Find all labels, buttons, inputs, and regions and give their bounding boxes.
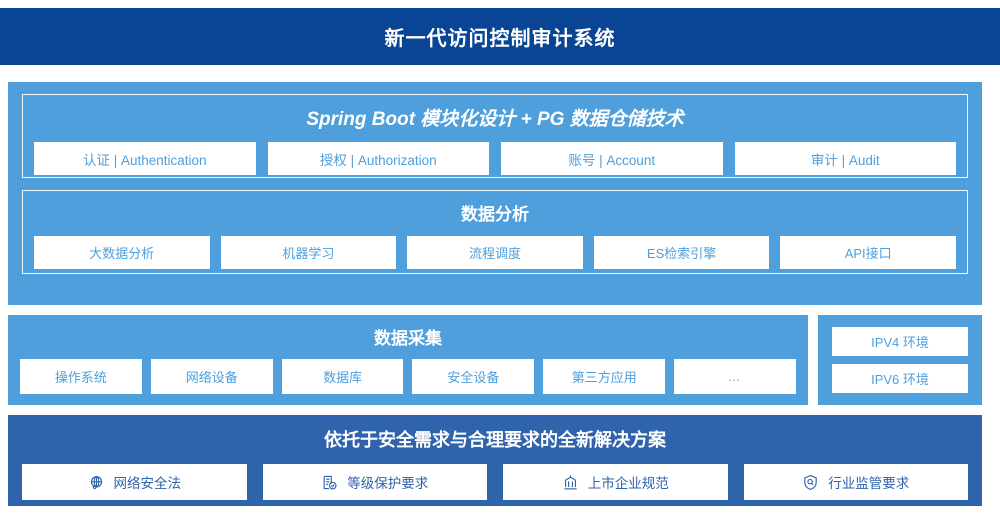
- collection-chip-network-device[interactable]: 网络设备: [150, 359, 273, 394]
- compliance-label-mlps: 等级保护要求: [347, 476, 429, 491]
- bank-building-icon: [562, 474, 579, 491]
- collection-chip-more[interactable]: …: [674, 359, 796, 394]
- compliance-chip-industry-regulation[interactable]: 行业监管要求: [743, 464, 968, 500]
- solution-panel: 依托于安全需求与合理要求的全新解决方案 网络安全法: [8, 415, 982, 506]
- environment-chip-ipv4[interactable]: IPV4 环境: [832, 327, 968, 356]
- spring-boot-group: Spring Boot 模块化设计 + PG 数据仓储技术 认证 | Authe…: [22, 94, 968, 178]
- shield-search-icon: [802, 474, 819, 491]
- analysis-chip-bigdata[interactable]: 大数据分析: [34, 236, 210, 269]
- analysis-chip-es-search-engine[interactable]: ES检索引擎: [593, 236, 770, 269]
- analysis-chip-machine-learning[interactable]: 机器学习: [220, 236, 397, 269]
- spring-boot-item-row: 认证 | Authentication 授权 | Authorization 账…: [23, 142, 967, 175]
- data-analysis-group-title: 数据分析: [461, 205, 529, 224]
- data-collection-panel: 数据采集 操作系统 网络设备 数据库 安全设备 第三方应用 …: [8, 315, 808, 405]
- compliance-label-industry-regulation: 行业监管要求: [828, 476, 910, 491]
- compliance-label-listed-enterprise: 上市企业规范: [587, 476, 669, 491]
- solution-panel-title: 依托于安全需求与合理要求的全新解决方案: [324, 430, 666, 450]
- data-analysis-group: 数据分析 大数据分析 机器学习 流程调度 ES检索引擎 API接口: [22, 190, 968, 274]
- compliance-label-cybersecurity-law: 网络安全法: [113, 476, 182, 491]
- analysis-chip-process-scheduling[interactable]: 流程调度: [407, 236, 583, 269]
- compliance-item-row: 网络安全法 等级保护要求: [8, 464, 982, 500]
- collection-chip-database[interactable]: 数据库: [281, 359, 404, 394]
- page-header: 新一代访问控制审计系统: [0, 8, 1000, 65]
- collection-chip-third-party-app[interactable]: 第三方应用: [543, 359, 666, 394]
- compliance-chip-cybersecurity-law[interactable]: 网络安全法: [22, 464, 247, 500]
- collection-chip-security-device[interactable]: 安全设备: [412, 359, 535, 394]
- collection-chip-operating-system[interactable]: 操作系统: [20, 359, 142, 394]
- page-title: 新一代访问控制审计系统: [384, 28, 616, 50]
- environment-chip-ipv6[interactable]: IPV6 环境: [832, 364, 968, 393]
- module-chip-account[interactable]: 账号 | Account: [501, 142, 723, 175]
- platform-panel: Spring Boot 模块化设计 + PG 数据仓储技术 认证 | Authe…: [8, 82, 982, 305]
- environment-panel: IPV4 环境 IPV6 环境: [818, 315, 982, 405]
- data-collection-item-row: 操作系统 网络设备 数据库 安全设备 第三方应用 …: [8, 359, 808, 394]
- module-chip-audit[interactable]: 审计 | Audit: [734, 142, 956, 175]
- spring-boot-group-title: Spring Boot 模块化设计 + PG 数据仓储技术: [306, 109, 684, 130]
- compliance-chip-mlps[interactable]: 等级保护要求: [262, 464, 487, 500]
- compliance-chip-listed-enterprise[interactable]: 上市企业规范: [503, 464, 728, 500]
- module-chip-authorization[interactable]: 授权 | Authorization: [267, 142, 489, 175]
- module-chip-authentication[interactable]: 认证 | Authentication: [34, 142, 256, 175]
- globe-icon: [88, 474, 105, 491]
- analysis-chip-api[interactable]: API接口: [780, 236, 956, 269]
- data-collection-title: 数据采集: [374, 329, 442, 348]
- data-analysis-item-row: 大数据分析 机器学习 流程调度 ES检索引擎 API接口: [23, 236, 967, 269]
- document-check-icon: [321, 474, 338, 491]
